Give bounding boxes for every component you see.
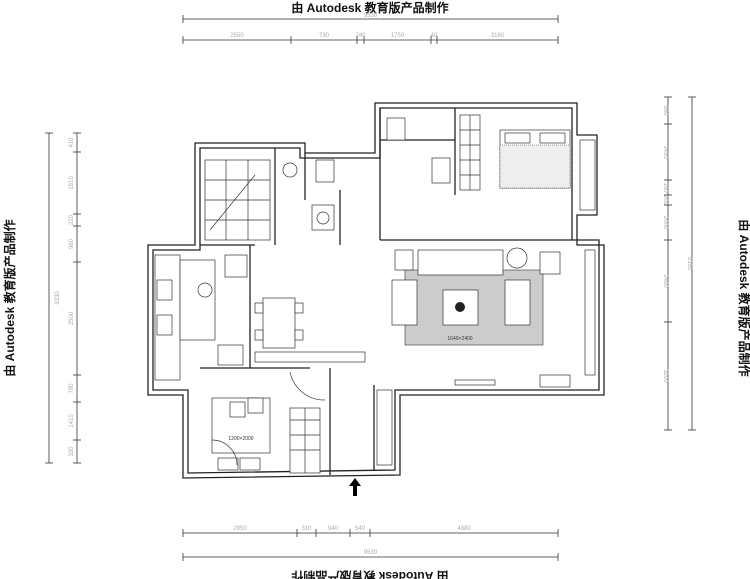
dimension-label: 3200: [662, 369, 668, 383]
dimension-label: 2000: [662, 216, 668, 230]
dimension-label: 9530: [364, 550, 378, 556]
dimension-label: 2550: [230, 33, 244, 39]
sink-icon: [156, 279, 173, 301]
dimension-label: 2400: [662, 274, 668, 288]
dimension-label: 9330: [55, 291, 61, 305]
dimension-label: 100: [662, 182, 668, 193]
washbasin-icon: [311, 204, 335, 231]
dimension-label: 200: [662, 195, 668, 206]
sofa: [391, 279, 418, 326]
dimension-label: 1810: [69, 176, 75, 190]
dimension-label: 4880: [457, 526, 471, 532]
dimension-label: 310: [301, 526, 312, 532]
dimension-label: 540: [355, 526, 366, 532]
dimension-label: 730: [319, 33, 330, 39]
bath-room-grid: [204, 159, 335, 241]
sofa-main: [417, 249, 504, 276]
small-bedroom: 1200×2000: [211, 371, 326, 474]
dimension-label: 780: [69, 383, 75, 394]
watermark-left: 由 Autodesk 教育版产品制作: [2, 219, 17, 376]
dimension-label: 9350: [686, 257, 692, 271]
bed-label: 1200×2000: [228, 436, 253, 442]
bay-window: [579, 139, 596, 211]
plant-icon: [506, 247, 528, 269]
dimension-label: 240: [355, 33, 366, 39]
washbasin-icon: [431, 157, 451, 184]
dimension-label: 1410: [69, 414, 75, 428]
dimension-label: 40: [431, 33, 438, 39]
dimension-lines: [45, 15, 696, 561]
dining-table: [254, 297, 366, 363]
dimension-label: 1450: [662, 145, 668, 159]
dimension-label: 960: [69, 238, 75, 249]
kitchen: [154, 254, 248, 381]
toilet-icon: [386, 117, 406, 141]
master-area: [386, 114, 596, 211]
stove-icon: [156, 314, 173, 336]
dimension-label: 320: [69, 446, 75, 457]
dimension-label: 220: [69, 214, 75, 225]
dimension-label: 2500: [69, 311, 75, 325]
living-room: 1640×2400: [376, 247, 596, 466]
sofa: [504, 279, 531, 326]
dimension-label: 3160: [491, 33, 505, 39]
dimension-label: 590: [662, 105, 668, 116]
exterior-wall: [147, 102, 605, 479]
dimension-label: 1750: [391, 33, 405, 39]
tv-cabinet: [454, 379, 496, 386]
window: [584, 249, 596, 376]
rug-label: 1640×2400: [447, 336, 472, 342]
sink-icon: [282, 162, 298, 178]
toilet-icon: [315, 159, 335, 183]
entrance-arrow-icon: [349, 478, 361, 496]
exterior-wall-inner: [152, 107, 600, 474]
counter: [179, 259, 216, 341]
cabinet: [254, 351, 366, 363]
watermark-bottom: 由 Autodesk 教育版产品制作: [291, 569, 448, 579]
shoe-cabinet: [376, 389, 393, 466]
dimension-label: 9530: [364, 13, 378, 19]
dimension-label: 410: [69, 137, 75, 148]
dimension-label: 2950: [233, 526, 247, 532]
dimension-labels: 9530 2550 730 240 1750 40 3160 2950 310 940 540 488…: [55, 13, 692, 556]
watermark-top: 由 Autodesk 教育版产品制作: [291, 0, 448, 15]
dimension-label: 940: [328, 526, 339, 532]
watermark-right: 由 Autodesk 教育版产品制作: [737, 219, 750, 376]
interior-walls: [200, 108, 572, 475]
